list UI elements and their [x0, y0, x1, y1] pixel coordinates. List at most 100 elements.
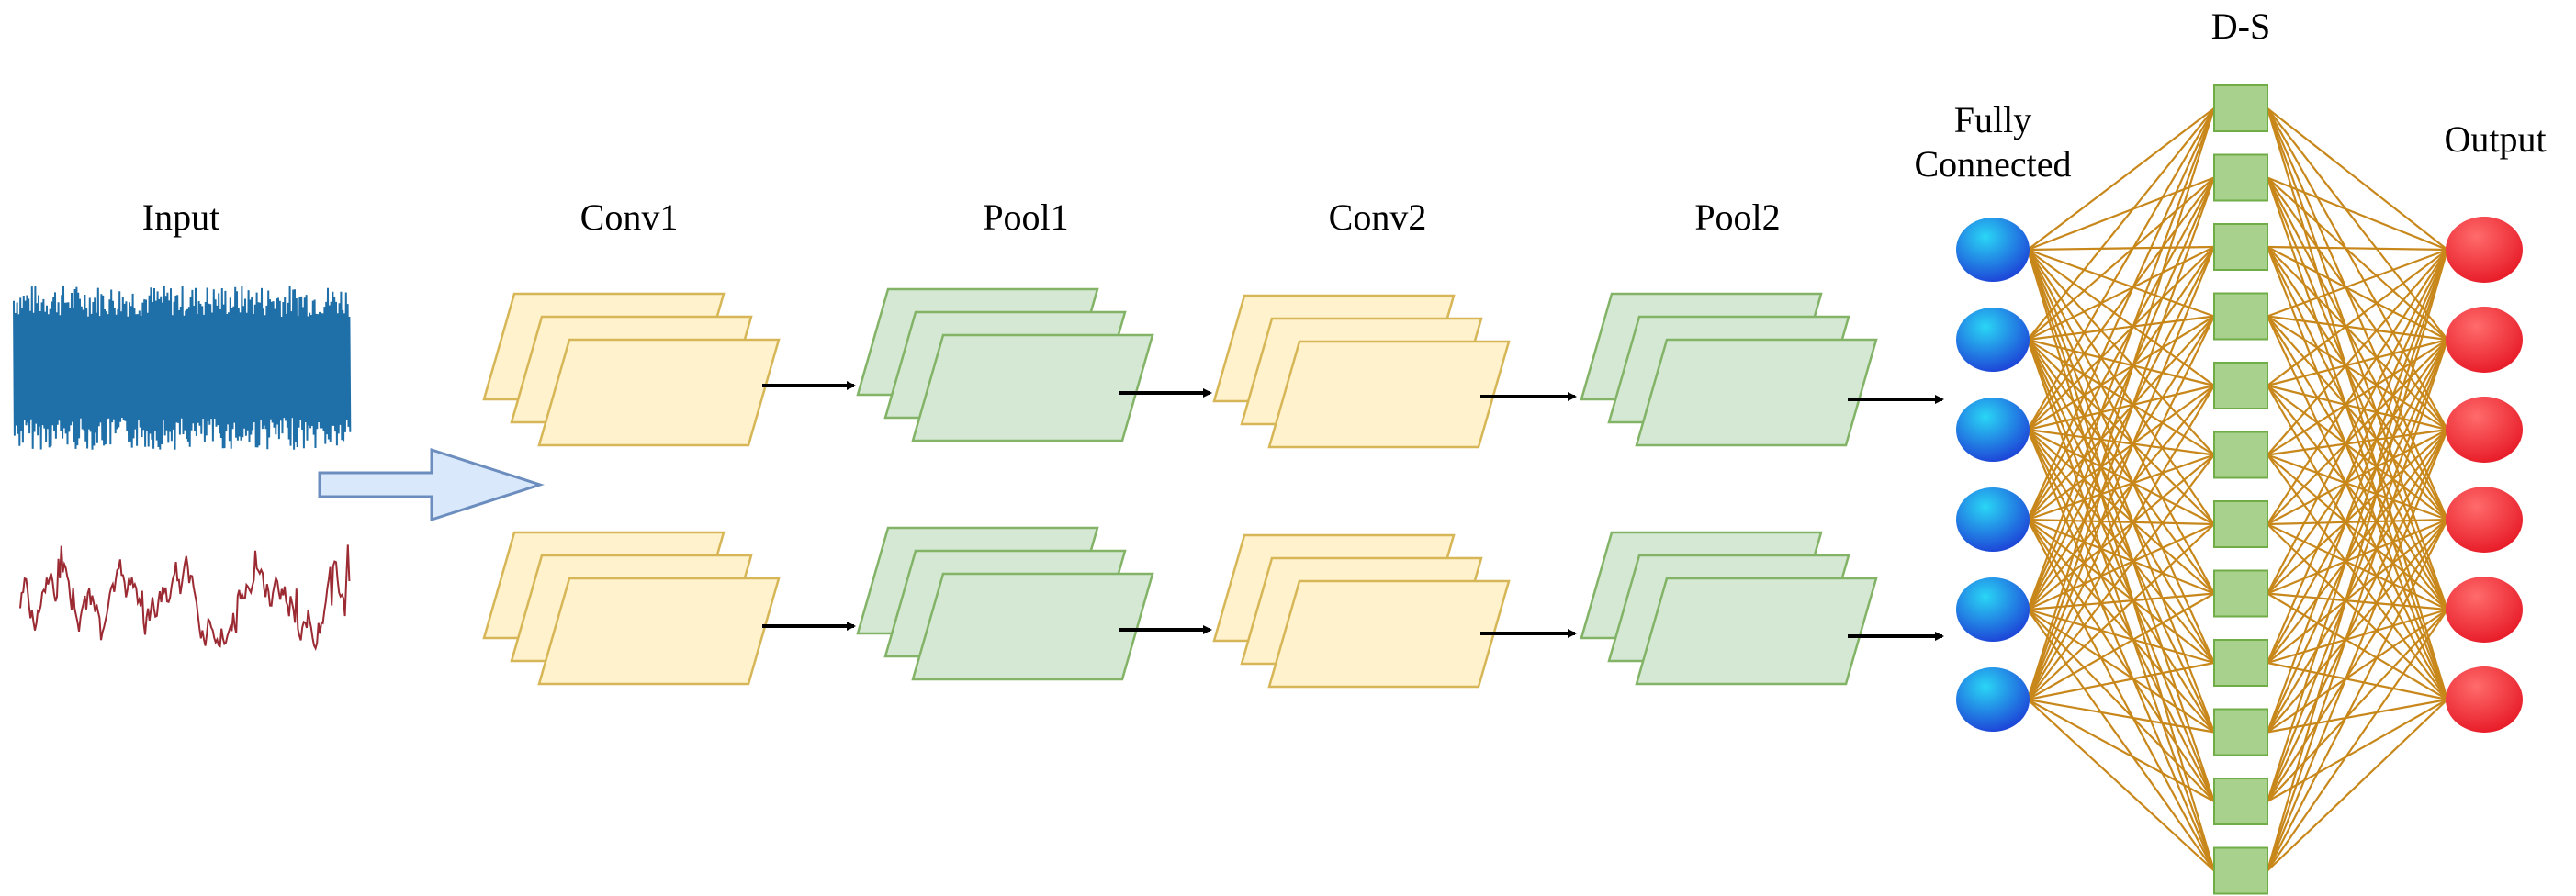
fc-ds-connection: [2026, 249, 2216, 802]
fc-ds-connection: [2026, 107, 2216, 610]
fc-ds-connection: [2027, 608, 2215, 665]
fc-ds-connection: [2027, 339, 2215, 595]
ds-output-connection: [2267, 176, 2448, 431]
ds-output-connection: [2267, 339, 2448, 456]
conv1-top-stack: [482, 292, 781, 447]
fully-connected-label-line2: Connected: [1914, 143, 2071, 185]
fc-node-4: [1956, 487, 2030, 552]
ds-output-connection: [2267, 315, 2448, 342]
fc-ds-connection: [2027, 339, 2215, 664]
ds-output-connection: [2266, 107, 2449, 610]
pool1-top-stack: [856, 287, 1154, 442]
fc-ds-connection: [2026, 339, 2216, 802]
ds-output-connection: [2267, 249, 2448, 525]
fc-node-1: [1956, 218, 2030, 282]
fc-ds-connection: [2027, 519, 2215, 802]
conv1-bottom-stack: [482, 531, 781, 686]
conv2-bottom-stack: [1212, 533, 1511, 689]
ds-output-connection: [2267, 339, 2448, 525]
ds-output-connection: [2267, 518, 2448, 526]
output-nodes: [2446, 217, 2523, 733]
ds-output-connection: [2267, 518, 2448, 595]
ds-output-connection: [2267, 249, 2448, 386]
fc-ds-connection: [2026, 429, 2216, 871]
fc-ds-connection: [2027, 385, 2215, 521]
pool1-bottom-stack: [856, 526, 1154, 681]
ds-output-connection: [2267, 246, 2448, 431]
fc-ds-connection: [2027, 699, 2215, 872]
ds-output-connection: [2267, 454, 2448, 521]
output-node-6: [2446, 666, 2523, 733]
ds-output-connection: [2267, 519, 2448, 802]
ds-output-connection: [2267, 245, 2448, 252]
ds-output-connection: [2267, 316, 2448, 700]
ds-output-connection: [2267, 592, 2448, 700]
fc-ds-connection: [2027, 519, 2215, 734]
fc-ds-connection: [2027, 249, 2215, 386]
fc-ds-connection: [2027, 519, 2215, 872]
ds-output-connection: [2267, 523, 2448, 610]
ds-output-connection: [2267, 429, 2448, 664]
ds-output-connection: [2267, 454, 2448, 610]
ds-output-connection: [2267, 609, 2448, 872]
output-node-5: [2446, 577, 2523, 643]
ds-output-connection: [2266, 107, 2449, 521]
ds-output-connection: [2267, 429, 2448, 595]
network-connections: [2026, 107, 2449, 872]
ds-output-connection: [2267, 339, 2448, 664]
fc-ds-connection: [2027, 339, 2215, 456]
fc-ds-connection: [2027, 176, 2215, 252]
fc-ds-connection: [2027, 592, 2215, 611]
ds-node-10: [2213, 708, 2268, 756]
ds-output-connection: [2267, 176, 2448, 521]
ds-output-connection: [2267, 107, 2448, 251]
fc-ds-connection: [2027, 315, 2215, 431]
fc-ds-connection: [2027, 698, 2215, 734]
fc-ds-connection: [2027, 384, 2215, 431]
ds-output-connection: [2266, 339, 2449, 871]
ds-node-5: [2213, 362, 2268, 409]
ds-node-9: [2213, 639, 2268, 687]
fc-ds-connection: [2027, 428, 2215, 456]
ds-output-connection: [2266, 249, 2449, 733]
fc-ds-connection: [2027, 339, 2215, 525]
pool2-top-stack: [1580, 292, 1878, 447]
conv2-label: Conv2: [1329, 196, 1427, 238]
ds-output-connection: [2267, 699, 2448, 872]
fc-ds-connection: [2027, 592, 2215, 700]
fc-ds-connection: [2027, 245, 2215, 252]
ds-output-connection: [2266, 246, 2449, 700]
ds-output-connection: [2267, 176, 2448, 341]
ds-output-connection: [2267, 315, 2448, 431]
ds-node-8: [2213, 569, 2268, 618]
fc-ds-connection: [2027, 454, 2215, 700]
fc-ds-connection: [2027, 699, 2215, 802]
input-signal-top: [13, 285, 352, 450]
ds-output-connection: [2267, 249, 2448, 595]
conv2-top-stack: [1212, 294, 1511, 449]
ds-output-connection: [2266, 249, 2449, 802]
fully-connected-nodes: [1956, 218, 2030, 732]
fc-ds-connection: [2027, 518, 2215, 526]
fc-ds-connection: [2027, 429, 2215, 525]
fully-connected-label-line1: Fully: [1954, 99, 2031, 140]
ds-output-connection: [2267, 385, 2448, 610]
input-label: Input: [142, 196, 219, 238]
input-arrow: [318, 447, 545, 522]
ds-output-connection: [2267, 246, 2448, 521]
fc-ds-connection: [2027, 454, 2215, 521]
fc-ds-connection: [2027, 249, 2215, 456]
fc-ds-connection: [2027, 339, 2215, 733]
fc-ds-connection: [2026, 339, 2216, 871]
fc-ds-connection: [2027, 429, 2215, 734]
fc-ds-connection: [2027, 385, 2215, 610]
ds-node-11: [2213, 778, 2268, 825]
ds-output-connection: [2266, 177, 2449, 700]
output-node-1: [2446, 217, 2523, 283]
pool1-label: Pool1: [983, 196, 1068, 238]
ds-output-connection: [2267, 315, 2448, 610]
ds-output-connection: [2267, 339, 2448, 595]
pool2-bottom-stack: [1580, 531, 1878, 686]
fc-ds-connection: [2026, 177, 2216, 700]
fc-ds-connection: [2027, 454, 2215, 610]
